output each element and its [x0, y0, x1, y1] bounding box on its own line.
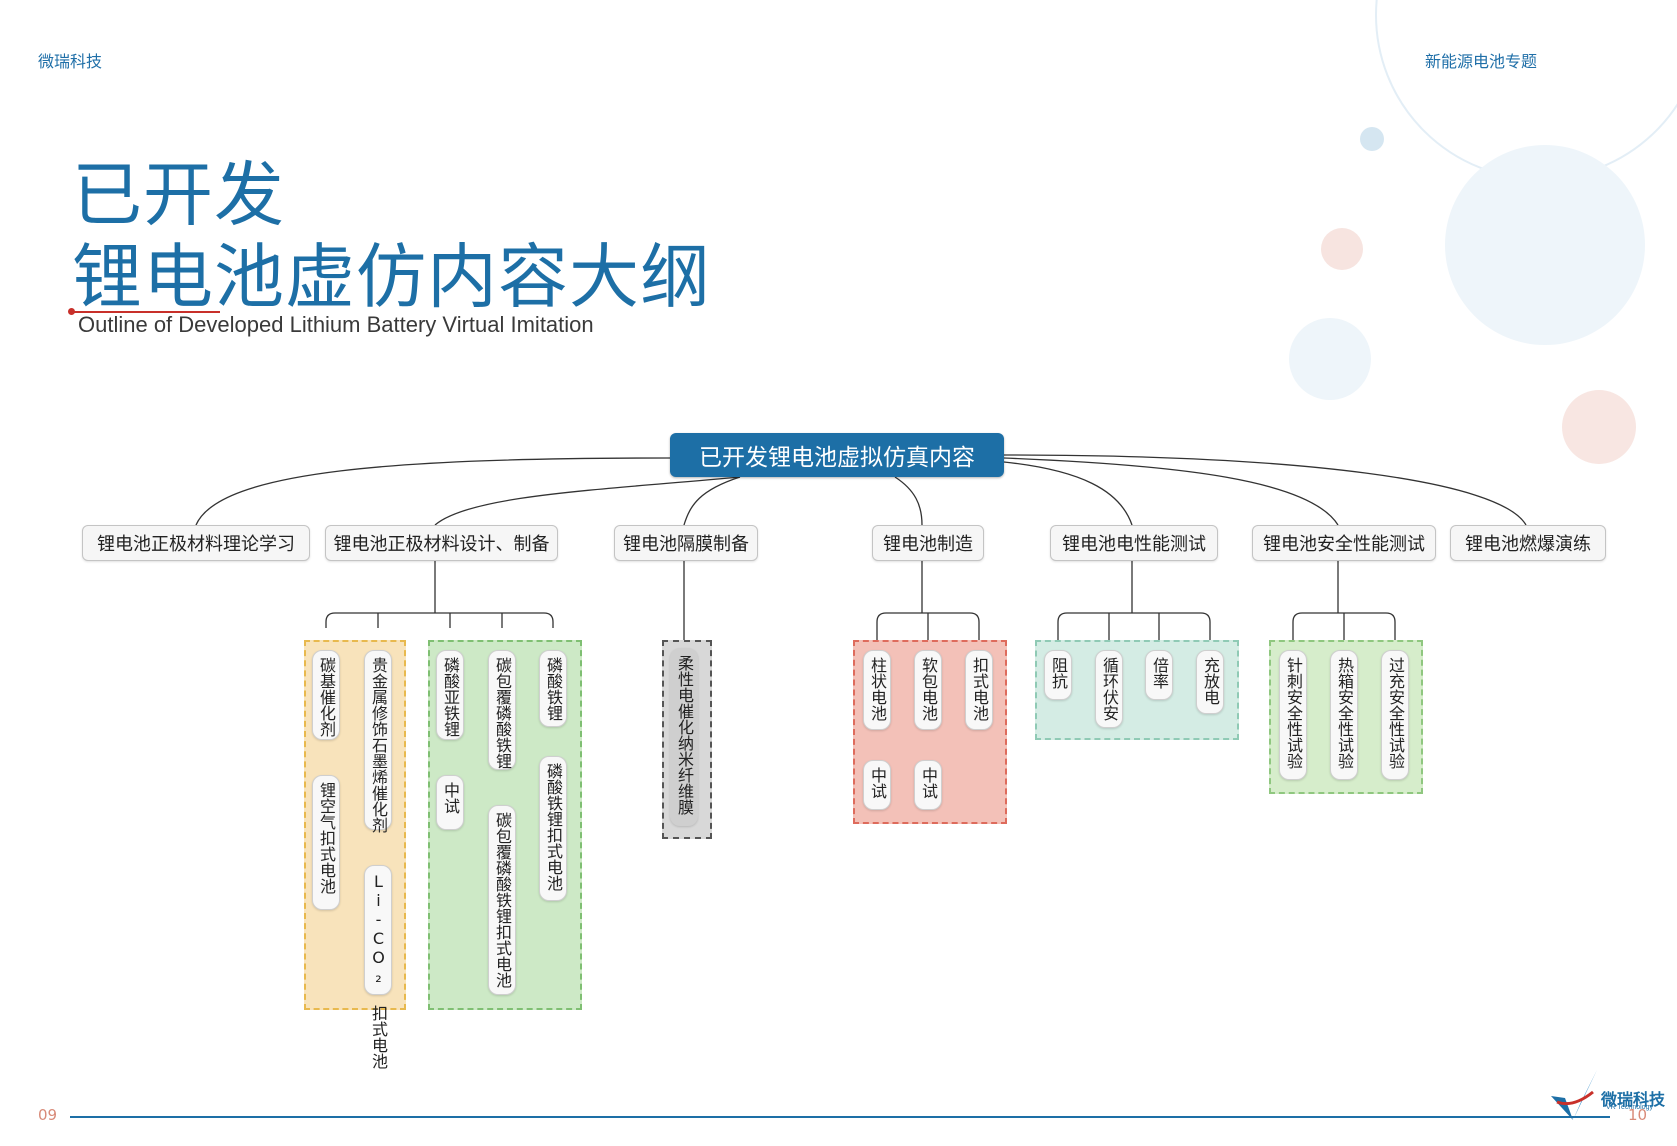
- leaf-pilot-2: 中试: [863, 760, 891, 810]
- leaf-lfp: 磷酸铁锂: [539, 650, 567, 727]
- leaf-pilot-3: 中试: [914, 760, 942, 810]
- leaf-cyclic-voltammetry: 循环伏安: [1095, 650, 1123, 728]
- leaf-impedance: 阻抗: [1044, 650, 1072, 700]
- category-cathode-theory: 锂电池正极材料理论学习: [82, 525, 310, 561]
- decor-circle-pink-small: [1321, 228, 1363, 270]
- decor-circle-blue: [1289, 318, 1371, 400]
- category-cathode-design: 锂电池正极材料设计、制备: [325, 525, 558, 561]
- footer-logo-name: 微瑞科技: [1601, 1090, 1666, 1109]
- footer-logo-subtitle: VR Technology: [1606, 1104, 1653, 1111]
- leaf-hot-box: 热箱安全性试验: [1330, 650, 1358, 780]
- page-title-line2: 锂电池虚仿内容大纲: [72, 236, 711, 318]
- footer-rule: [70, 1116, 1610, 1118]
- leaf-rate: 倍率: [1145, 650, 1173, 700]
- leaf-cylindrical-cell: 柱状电池: [863, 650, 891, 730]
- leaf-coin-cell: 扣式电池: [965, 650, 993, 730]
- leaf-li-air-coin-cell: 锂空气扣式电池: [312, 775, 340, 910]
- decor-dot: [1360, 127, 1384, 151]
- leaf-carbon-coated-lfp-coin: 碳包覆磷酸铁锂扣式电池: [488, 805, 516, 995]
- category-separator: 锂电池隔膜制备: [614, 525, 758, 561]
- leaf-nail-penetration: 针刺安全性试验: [1279, 650, 1307, 780]
- leaf-carbon-coated-lfp: 碳包覆磷酸铁锂: [488, 650, 516, 770]
- leaf-overcharge: 过充安全性试验: [1381, 650, 1409, 780]
- leaf-charge-discharge: 充放电: [1196, 650, 1224, 714]
- brand-label: 微瑞科技: [38, 52, 103, 71]
- logo-mark-icon: [1551, 1070, 1597, 1120]
- topic-label: 新能源电池专题: [1424, 52, 1537, 71]
- page-number-right: 10: [1628, 1106, 1648, 1124]
- leaf-pouch-cell: 软包电池: [914, 650, 942, 730]
- decor-circle-pink-large: [1562, 390, 1636, 464]
- leaf-pilot-1: 中试: [436, 775, 464, 830]
- diagram-root-node: 已开发锂电池虚拟仿真内容: [670, 433, 1004, 477]
- leaf-li-co2-coin-cell: Li-CO₂ 扣式电池: [364, 865, 392, 1069]
- leaf-flexible-nanofiber-membrane: 柔性电催化纳米纤维膜: [670, 648, 698, 826]
- category-manufacturing: 锂电池制造: [872, 525, 984, 561]
- leaf-lifepo4-ferrous: 磷酸亚铁锂: [436, 650, 464, 740]
- category-safety-test: 锂电池安全性能测试: [1252, 525, 1436, 561]
- category-electrical-test: 锂电池电性能测试: [1050, 525, 1218, 561]
- title-underline-dot: [68, 308, 75, 315]
- leaf-noble-metal-graphene: 贵金属修饰石墨烯催化剂: [364, 650, 392, 833]
- page-title-line1: 已开发: [72, 154, 285, 236]
- category-explosion-drill: 锂电池燃爆演练: [1450, 525, 1606, 561]
- decor-circle-large: [1445, 145, 1645, 345]
- page-number-left: 09: [38, 1106, 58, 1124]
- leaf-lfp-coin: 磷酸铁锂扣式电池: [539, 756, 567, 901]
- page-subtitle: Outline of Developed Lithium Battery Vir…: [78, 312, 594, 337]
- title-underline: [72, 311, 220, 313]
- leaf-carbon-catalyst: 碳基催化剂: [312, 650, 340, 740]
